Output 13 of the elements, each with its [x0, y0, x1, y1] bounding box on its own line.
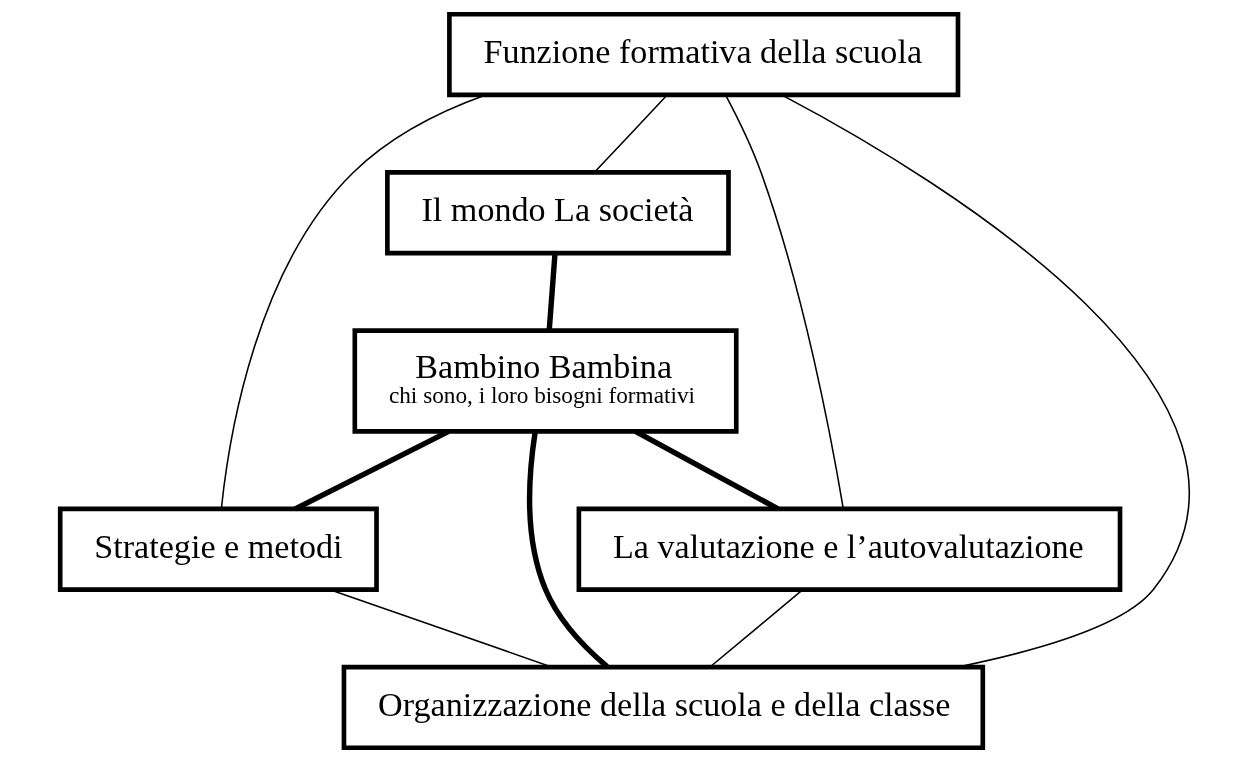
node-box: Il mondo La società: [385, 170, 731, 256]
connector: [593, 94, 668, 173]
node-box: Organizzazione della scuola e della classe: [341, 664, 986, 751]
connector: [634, 429, 780, 512]
connector: [780, 94, 1191, 668]
connector: [724, 94, 844, 510]
connector: [546, 253, 558, 331]
connector: [709, 589, 804, 668]
node-box: Strategie e metodi: [57, 506, 379, 592]
node-box: La valutazione e l’autovalutazione: [576, 506, 1123, 592]
node-box: Funzione formativa della scuola: [447, 11, 961, 98]
connector: [294, 429, 450, 512]
node-box: Bambino Bambina chi sono, i loro bisogni formativi: [352, 328, 739, 434]
